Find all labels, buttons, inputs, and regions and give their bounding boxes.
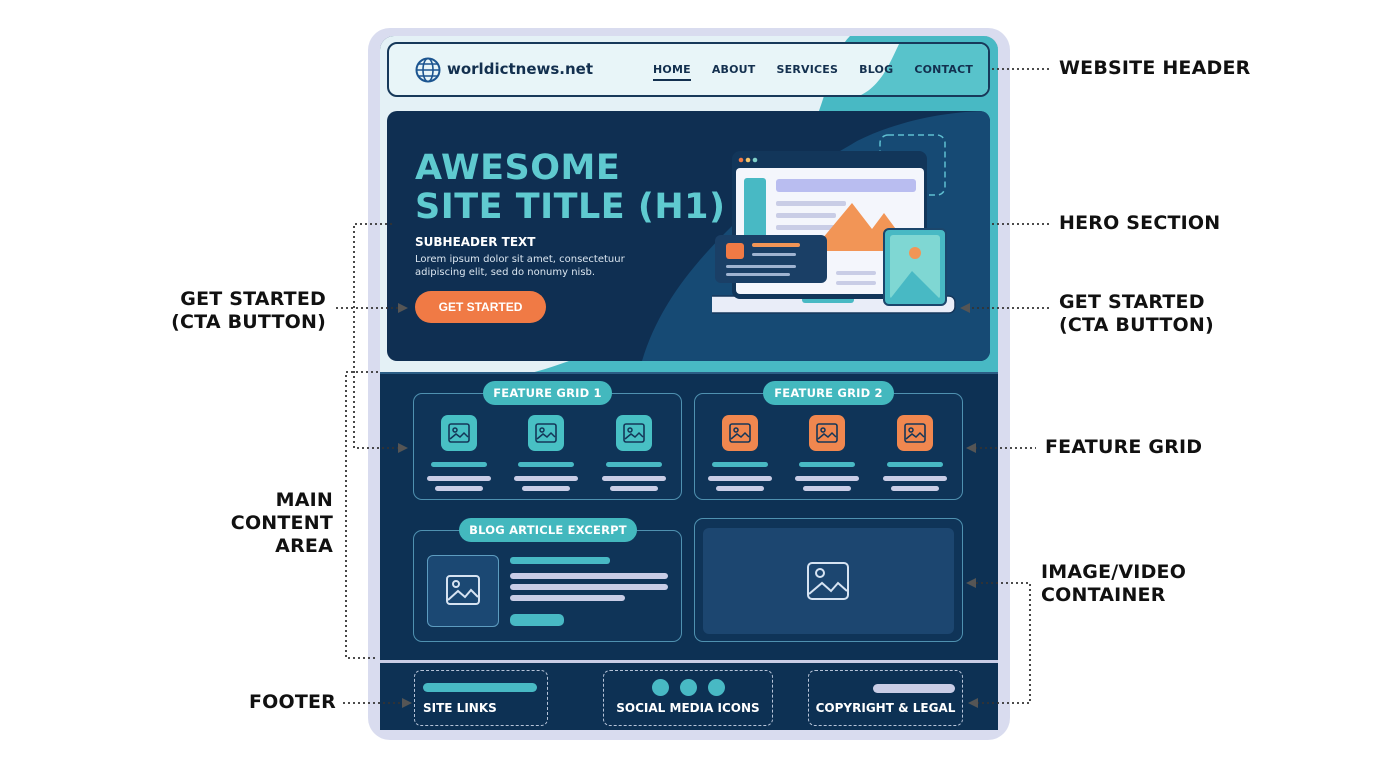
annotation-hero-section: HERO SECTION bbox=[1059, 212, 1221, 234]
image-icon[interactable] bbox=[897, 415, 933, 451]
feature-text-line bbox=[887, 462, 943, 467]
feature-text-line bbox=[610, 486, 658, 491]
blog-thumbnail bbox=[427, 555, 499, 627]
copyright-bar bbox=[873, 684, 955, 693]
hero-body-text: Lorem ipsum dolor sit amet, consectetuur… bbox=[415, 253, 635, 279]
hero-subheader: SUBHEADER TEXT bbox=[415, 235, 536, 249]
feature-item bbox=[425, 415, 495, 495]
feature-text-line bbox=[799, 462, 855, 467]
nav-contact[interactable]: CONTACT bbox=[914, 63, 974, 76]
hero-title-line-2: SITE TITLE (H1) bbox=[415, 187, 726, 227]
image-icon[interactable] bbox=[616, 415, 652, 451]
blog-text-bar bbox=[510, 584, 668, 590]
annotation-image-video-line-1: IMAGE/VIDEO bbox=[1041, 561, 1187, 583]
feature-grid-1-label: FEATURE GRID 1 bbox=[483, 381, 612, 405]
hero-title-line-1: AWESOME bbox=[415, 148, 621, 188]
annotation-cta-left-line-2: (CTA BUTTON) bbox=[171, 311, 326, 333]
feature-text-line bbox=[431, 462, 487, 467]
social-media-icons-box: SOCIAL MEDIA ICONS bbox=[603, 670, 773, 726]
site-links-box[interactable]: SITE LINKS bbox=[414, 670, 548, 726]
feature-text-line bbox=[522, 486, 570, 491]
annotation-cta-right-line-1: GET STARTED bbox=[1059, 291, 1205, 313]
globe-icon bbox=[415, 57, 441, 83]
annotation-footer: FOOTER bbox=[248, 691, 336, 713]
social-icon[interactable] bbox=[652, 679, 669, 696]
media-placeholder[interactable] bbox=[703, 528, 954, 634]
image-icon[interactable] bbox=[528, 415, 564, 451]
annotation-image-video-container: IMAGE/VIDEO CONTAINER bbox=[1041, 561, 1186, 607]
annotation-cta-left: GET STARTED (CTA BUTTON) bbox=[171, 288, 326, 334]
nav-home[interactable]: HOME bbox=[653, 63, 691, 81]
site-name[interactable]: worldictnews.net bbox=[447, 60, 594, 78]
feature-item bbox=[706, 415, 776, 495]
website-header: worldictnews.net HOME ABOUT SERVICES BLO… bbox=[387, 42, 990, 97]
annotation-website-header: WEBSITE HEADER bbox=[1059, 57, 1251, 79]
annotation-main-content-line-2: CONTENT bbox=[230, 512, 333, 534]
feature-text-line bbox=[716, 486, 764, 491]
annotation-cta-right-line-2: (CTA BUTTON) bbox=[1059, 314, 1214, 336]
feature-text-line bbox=[795, 476, 859, 481]
header-swoosh-decoration bbox=[860, 44, 988, 95]
feature-item bbox=[600, 415, 670, 495]
hero-body-line-1: Lorem ipsum dolor sit amet, consectetuur bbox=[415, 254, 625, 265]
get-started-button[interactable]: GET STARTED bbox=[415, 291, 546, 323]
feature-text-line bbox=[891, 486, 939, 491]
feature-item bbox=[881, 415, 951, 495]
annotation-cta-left-line-1: GET STARTED bbox=[180, 288, 326, 310]
annotation-main-content-line-3: AREA bbox=[275, 535, 333, 557]
image-icon[interactable] bbox=[441, 415, 477, 451]
social-icon[interactable] bbox=[708, 679, 725, 696]
feature-text-line bbox=[606, 462, 662, 467]
laptop-illustration bbox=[712, 134, 956, 314]
annotation-cta-right: GET STARTED (CTA BUTTON) bbox=[1059, 291, 1214, 337]
hero-body-line-2: adipiscing elit, sed do nonumy nisb. bbox=[415, 267, 596, 278]
main-nav: HOME ABOUT SERVICES BLOG CONTACT bbox=[653, 63, 973, 81]
image-icon[interactable] bbox=[722, 415, 758, 451]
image-icon bbox=[446, 575, 480, 605]
feature-text-line bbox=[883, 476, 947, 481]
nav-blog[interactable]: BLOG bbox=[859, 63, 894, 76]
feature-text-line bbox=[803, 486, 851, 491]
social-icon[interactable] bbox=[680, 679, 697, 696]
image-icon bbox=[807, 562, 849, 600]
feature-text-line bbox=[708, 476, 772, 481]
hero-section: AWESOME SITE TITLE (H1) SUBHEADER TEXT L… bbox=[387, 111, 990, 361]
feature-text-line bbox=[427, 476, 491, 481]
feature-item bbox=[793, 415, 863, 495]
feature-grid-2-label: FEATURE GRID 2 bbox=[763, 381, 894, 405]
blog-headline-bar bbox=[510, 557, 610, 564]
nav-about[interactable]: ABOUT bbox=[711, 63, 756, 76]
annotation-image-video-line-2: CONTAINER bbox=[1041, 584, 1166, 606]
nav-services[interactable]: SERVICES bbox=[776, 63, 839, 76]
feature-text-line bbox=[435, 486, 483, 491]
annotation-main-content-line-1: MAIN bbox=[275, 489, 333, 511]
copyright-legal-label: COPYRIGHT & LEGAL bbox=[815, 701, 956, 715]
blog-article-excerpt-label: BLOG ARTICLE EXCERPT bbox=[459, 518, 637, 542]
feature-item bbox=[512, 415, 582, 495]
hero-title: AWESOME SITE TITLE (H1) bbox=[415, 149, 726, 227]
blog-text-bar bbox=[510, 573, 668, 579]
site-links-bar bbox=[423, 683, 537, 692]
site-links-label: SITE LINKS bbox=[423, 701, 497, 715]
blog-text-bar bbox=[510, 595, 625, 601]
image-icon[interactable] bbox=[809, 415, 845, 451]
social-media-icons-label: SOCIAL MEDIA ICONS bbox=[616, 701, 760, 715]
feature-text-line bbox=[602, 476, 666, 481]
annotation-main-content-area: MAIN CONTENT AREA bbox=[231, 489, 333, 558]
feature-text-line bbox=[712, 462, 768, 467]
annotation-feature-grid: FEATURE GRID bbox=[1045, 436, 1203, 458]
blog-read-more-button[interactable] bbox=[510, 614, 564, 626]
feature-text-line bbox=[514, 476, 578, 481]
feature-text-line bbox=[518, 462, 574, 467]
copyright-legal-box: COPYRIGHT & LEGAL bbox=[808, 670, 963, 726]
